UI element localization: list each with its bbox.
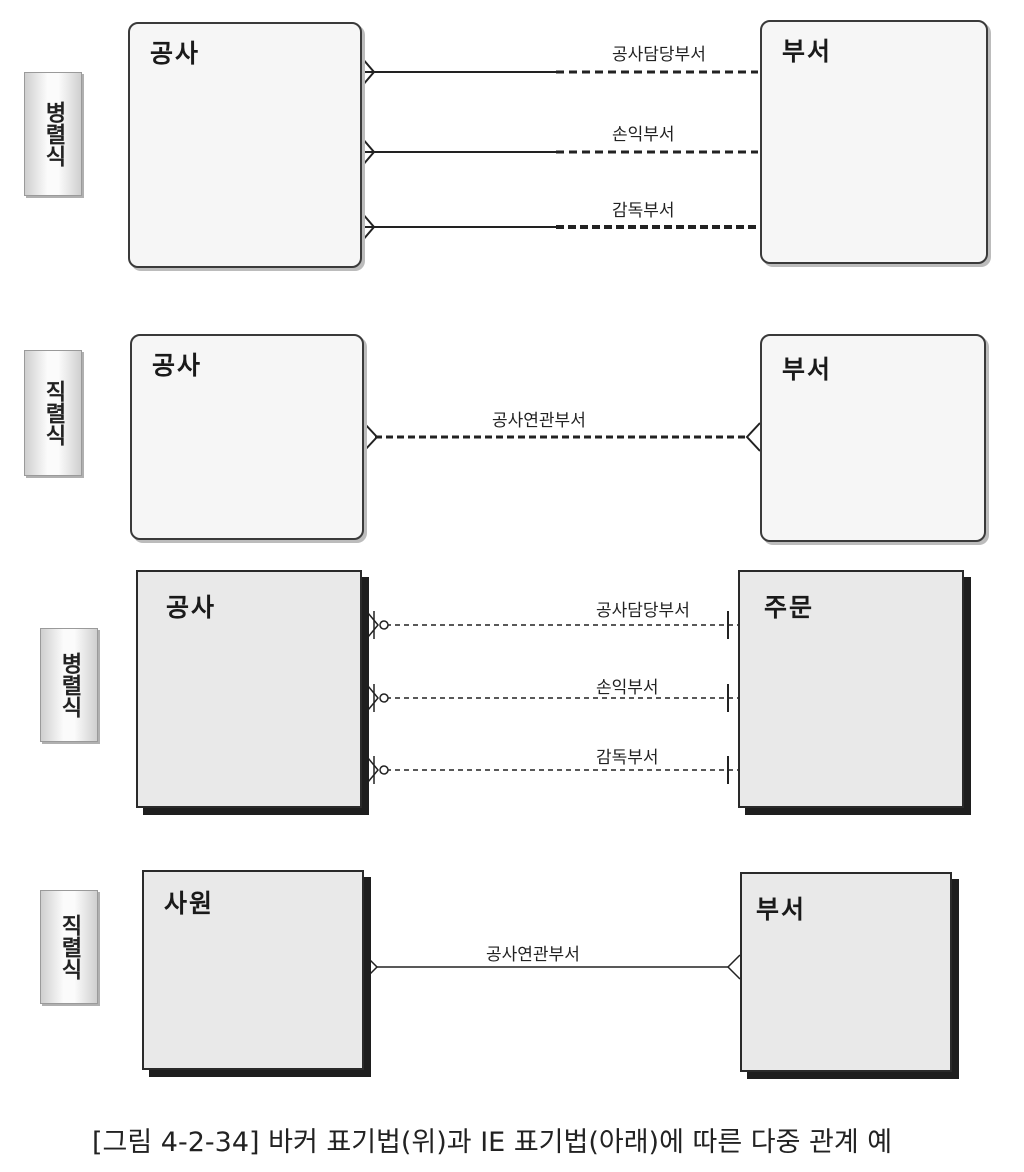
s4-relationship-1-line xyxy=(364,954,741,980)
s3-relationship-2-line xyxy=(367,684,738,712)
s1-entity-right: 부서 xyxy=(760,20,988,264)
s3-entity-left: 공사 xyxy=(136,570,362,808)
s2-entity-right-name: 부서 xyxy=(782,355,833,384)
s4-entity-left-name: 사원 xyxy=(164,889,215,918)
s3-relationship-2-label: 손익부서 xyxy=(596,678,659,698)
side-label-s3: 병렬식 xyxy=(40,628,98,742)
s4-relationship-1-label: 공사연관부서 xyxy=(486,945,580,965)
s2-relationship-1-line xyxy=(363,422,761,452)
side-label-s2: 직렬식 xyxy=(24,350,82,476)
side-label-s4: 직렬식 xyxy=(40,890,98,1004)
s1-relationship-3-label: 감독부서 xyxy=(612,201,675,221)
s2-entity-left: 공사 xyxy=(130,334,364,540)
s1-entity-left: 공사 xyxy=(128,22,362,268)
s3-entity-right: 주문 xyxy=(738,570,964,808)
side-label-s3-text: 병렬식 xyxy=(57,652,82,718)
s3-relationship-3-line xyxy=(367,756,738,784)
s2-entity-left-name: 공사 xyxy=(152,351,203,380)
s4-entity-right-name: 부서 xyxy=(756,895,807,924)
s2-entity-right: 부서 xyxy=(760,334,986,542)
side-label-s1: 병렬식 xyxy=(24,72,82,196)
s3-entity-right-name: 주문 xyxy=(764,593,815,622)
side-label-s1-text: 병렬식 xyxy=(41,101,66,167)
s2-relationship-1-label: 공사연관부서 xyxy=(492,411,586,431)
side-label-s2-text: 직렬식 xyxy=(41,380,66,446)
s1-relationship-3-line xyxy=(361,212,758,242)
s3-relationship-1-line xyxy=(367,611,738,639)
s4-entity-right: 부서 xyxy=(740,872,952,1072)
s1-relationship-2-label: 손익부서 xyxy=(612,125,675,145)
s1-relationship-2-line xyxy=(361,137,758,167)
side-label-s4-text: 직렬식 xyxy=(57,914,82,980)
figure-caption: [그림 4-2-34] 바커 표기법(위)과 IE 표기법(아래)에 따른 다중… xyxy=(92,1127,893,1158)
s1-relationship-1-label: 공사담당부서 xyxy=(612,45,706,65)
s1-entity-left-name: 공사 xyxy=(150,39,201,68)
s4-entity-left: 사원 xyxy=(142,870,364,1070)
s3-entity-left-name: 공사 xyxy=(166,593,217,622)
s1-relationship-1-line xyxy=(361,57,758,87)
s3-relationship-1-label: 공사담당부서 xyxy=(596,601,690,621)
s1-entity-right-name: 부서 xyxy=(782,37,833,66)
s3-relationship-3-label: 감독부서 xyxy=(596,748,659,768)
